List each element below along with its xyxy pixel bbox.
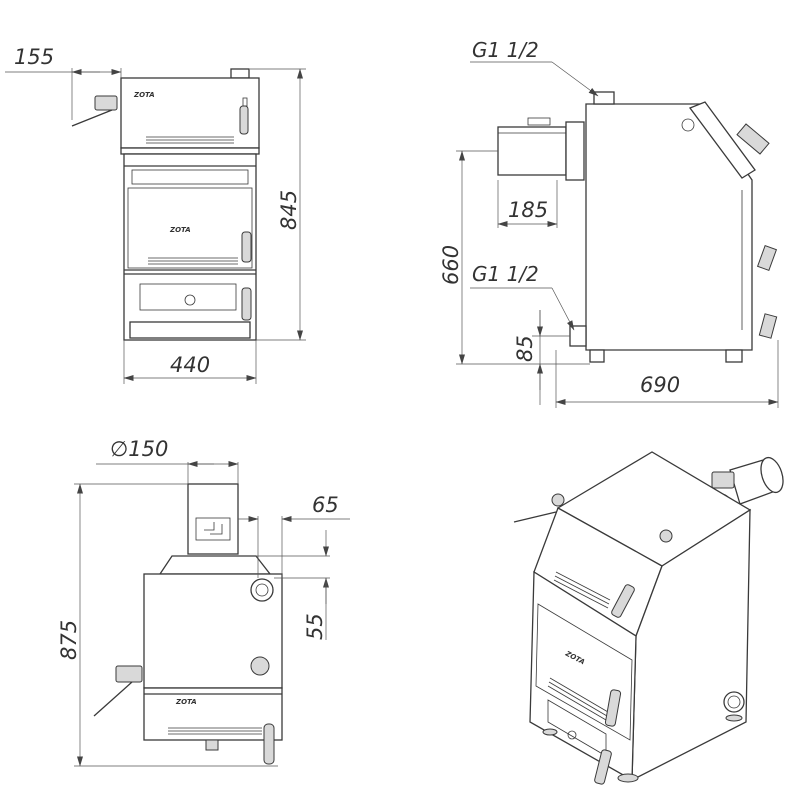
front-logo-top: ZOTA	[133, 91, 155, 99]
side-handle-bottom	[758, 313, 778, 339]
front-door-handle-2	[241, 287, 252, 321]
dim-diameter-150: ∅150	[110, 437, 168, 461]
dim-155: 155	[14, 45, 54, 69]
dim-185: 185	[508, 198, 548, 222]
iso-side-face	[631, 508, 751, 782]
rear-foot-valve	[205, 739, 219, 751]
dim-440: 440	[170, 353, 210, 377]
ash-door	[139, 283, 237, 311]
side-foot-rear	[589, 349, 605, 363]
dim-85: 85	[513, 335, 537, 362]
dim-65: 65	[312, 493, 339, 517]
bottom-connection	[569, 325, 587, 347]
side-body	[585, 103, 753, 351]
rear-handle	[115, 665, 143, 683]
isometric-view: ZOTA ZOTA	[513, 451, 784, 785]
side-view: G1 1/2 185 660 G1 1/2 85 690	[439, 38, 779, 408]
front-thermometer	[239, 105, 249, 135]
label-g1-bottom: G1 1/2	[472, 262, 539, 286]
rear-lower	[143, 687, 283, 741]
top-rim	[120, 147, 260, 155]
rear-logo: ZOTA	[175, 698, 197, 706]
top-panel	[120, 77, 260, 149]
side-handle-mid	[756, 244, 778, 272]
dim-845: 845	[277, 190, 301, 230]
rear-thermometer	[263, 723, 275, 765]
iso-top-vents	[553, 571, 611, 609]
loading-door	[127, 187, 253, 269]
dim-875: 875	[57, 620, 81, 660]
air-regulator	[184, 294, 196, 306]
rear-flue-outlet	[250, 578, 274, 602]
dim-660: 660	[439, 245, 463, 285]
rear-view: ZOTA ∅150 65 55 875	[57, 437, 350, 767]
rear-chimney	[187, 483, 239, 555]
main-body	[123, 153, 257, 341]
top-vents	[146, 136, 234, 144]
dim-55: 55	[303, 613, 327, 640]
front-view: ZOTA ZOTA	[5, 45, 306, 384]
flue-collar	[565, 121, 585, 181]
dim-690: 690	[640, 373, 680, 397]
flue-pipe	[497, 126, 567, 176]
iso-side-outlet	[723, 691, 745, 713]
flue-stub	[230, 68, 250, 79]
top-connection	[593, 91, 615, 105]
iso-bottom-vents	[547, 677, 609, 721]
side-foot-front	[725, 349, 743, 363]
front-handle-top	[94, 95, 118, 111]
label-g1-top: G1 1/2	[472, 38, 539, 62]
rear-vents	[168, 727, 262, 735]
front-logo-middle: ZOTA	[169, 226, 191, 234]
side-handle-top	[736, 123, 770, 155]
front-base	[129, 321, 251, 339]
front-door-handle-1	[241, 231, 252, 263]
rear-badge	[250, 656, 270, 676]
middle-vents	[148, 257, 238, 265]
